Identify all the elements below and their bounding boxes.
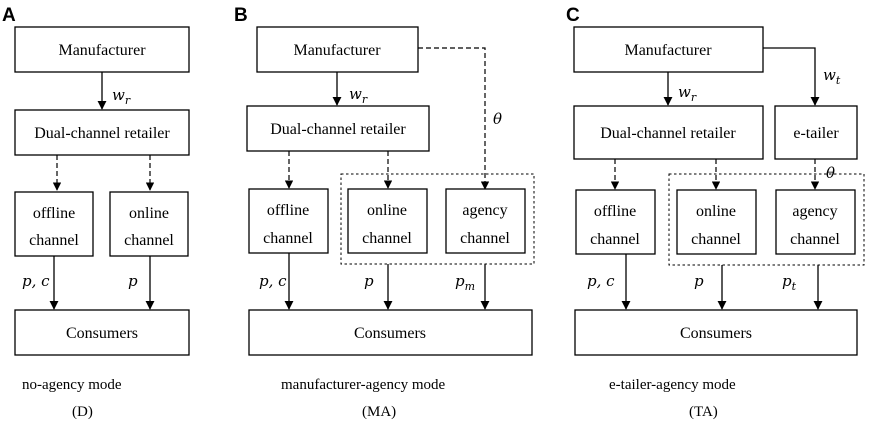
panel-c-agency-group-box [668,173,865,266]
panel-c-offline-label-2: channel [590,231,640,248]
panel-c-online-label-2: channel [691,231,741,248]
panel-b-agency-dashed-arrow [418,47,490,190]
panel-a-retailer-label: Dual-channel retailer [34,125,170,142]
panel-a-mode-caption: no-agency mode [22,377,122,393]
panel-b-online-label-2: channel [362,230,412,247]
panel-a-code-caption: (D) [72,404,93,420]
panel-c-etailer-label: e-tailer [793,125,839,142]
panel-b-retailer-label: Dual-channel retailer [270,121,406,138]
panel-b-offline-label-2: channel [263,230,313,247]
panel-a-offline-box [14,191,94,257]
panel-b-offline-label-1: offline [267,202,309,219]
panel-c-agency-box [775,189,856,255]
panel-a-offline-label-1: offline [33,205,75,222]
panel-a: A Manufacturer wr Dual-channel retailer … [2,5,190,420]
panel-c-code-caption: (TA) [689,404,718,420]
panel-b-consumers-box [248,309,533,356]
panel-b-online-label-1: online [367,202,407,219]
panel-b-manufacturer-label: Manufacturer [293,42,381,59]
panel-a-online-label-1: online [129,205,169,222]
panel-b-agency-label-2: channel [460,230,510,247]
panel-c-pc-label: p, c [587,272,615,290]
panel-b-offline-box [248,188,329,254]
panel-b: B Manufacturer θ wr Dual-channel retaile… [234,5,535,420]
panel-c-offline-box [575,189,656,255]
panel-b-letter: B [234,5,248,26]
panel-c-etailer-box [774,105,858,160]
panel-c-theta-label: θ [826,164,835,182]
panel-a-online-box [109,191,189,257]
panel-a-consumers-box [14,309,190,356]
panel-b-pm-label: pm [455,272,475,293]
panel-c-offline-label-1: offline [594,203,636,220]
panel-c-pt-label: pt [782,272,797,293]
panel-c-p-label: p [694,272,704,290]
panel-c-consumers-label: Consumers [680,325,752,342]
panel-c-manufacturer-box [573,26,764,73]
panel-b-theta-label: θ [493,110,502,128]
panel-c-retailer-label: Dual-channel retailer [600,125,736,142]
panel-a-letter: A [2,5,16,26]
panel-b-manufacturer-box [256,26,419,73]
panel-a-online-label-2: channel [124,232,174,249]
panel-c: C Manufacturer wt wr Dual-channel retail… [566,5,865,420]
panel-c-wr-label: wr [678,83,697,104]
panel-a-manufacturer-label: Manufacturer [58,42,146,59]
panel-a-p-label: p [128,272,138,290]
panel-b-agency-box [445,188,526,254]
panel-a-offline-label-2: channel [29,232,79,249]
panel-b-mode-caption: manufacturer-agency mode [281,377,446,393]
panel-a-manufacturer-box [14,26,190,73]
panel-a-pc-label: p, c [22,272,50,290]
panel-b-p-label: p [364,272,374,290]
panel-c-etailer-wholesale-arrow [763,47,820,106]
panel-b-pc-label: p, c [259,272,287,290]
panel-b-code-caption: (MA) [362,404,396,420]
panel-c-manufacturer-label: Manufacturer [624,42,712,59]
panel-b-retailer-box [246,105,430,152]
panel-b-wr-label: wr [349,85,368,106]
panel-c-mode-caption: e-tailer-agency mode [609,377,736,393]
panel-c-online-label-1: online [696,203,736,220]
panel-c-wt-label: wt [823,66,841,87]
panel-b-consumers-label: Consumers [354,325,426,342]
panel-b-agency-label-1: agency [462,202,507,219]
panel-c-agency-label-2: channel [790,231,840,248]
panel-a-wr-label: wr [112,86,131,107]
panel-c-agency-label-1: agency [792,203,837,220]
panel-a-consumers-label: Consumers [66,325,138,342]
panel-b-online-box [347,188,428,254]
panel-a-retailer-box [14,109,190,156]
panel-c-retailer-box [573,105,764,160]
panel-c-consumers-box [574,309,858,356]
panel-c-online-box [676,189,757,255]
panel-b-agency-group-box [340,173,535,265]
panel-c-letter: C [566,5,580,26]
